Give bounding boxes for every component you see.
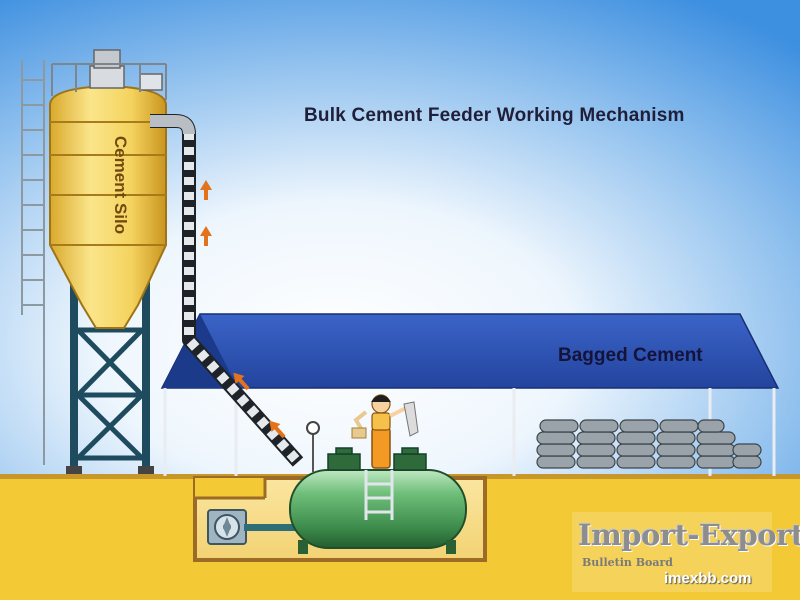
diagram-title: Bulk Cement Feeder Working Mechanism [304, 105, 685, 126]
watermark-title: Import-Export [578, 518, 800, 552]
silo-body [49, 49, 167, 329]
watermark-url: imexbb.com [664, 570, 752, 587]
cement-silo-label: Cement Silo [111, 135, 130, 235]
watermark-backing [572, 512, 772, 592]
silo-top-railing [51, 63, 167, 100]
flow-arrow-icon [269, 420, 286, 439]
pit-step [195, 478, 265, 498]
storage-tank [289, 469, 467, 554]
pressure-gauge-icon [306, 421, 320, 472]
bagged-cement-label: Bagged Cement [558, 345, 703, 366]
worker-figure [351, 394, 419, 469]
flow-arrow-icon [200, 226, 212, 246]
blower-fan-icon [207, 509, 247, 545]
silo-side-ladder [21, 60, 45, 465]
air-pipe [244, 524, 296, 531]
tank-hatches [327, 447, 427, 471]
silo-support-frame [66, 245, 154, 474]
watermark-subtitle: Bulletin Board [582, 556, 673, 569]
tank-ladder [364, 470, 394, 520]
cement-bag-stack [536, 419, 762, 469]
flow-arrow-icon [200, 180, 212, 200]
flow-arrow-icon [233, 372, 250, 391]
conveying-pipe [150, 114, 304, 467]
